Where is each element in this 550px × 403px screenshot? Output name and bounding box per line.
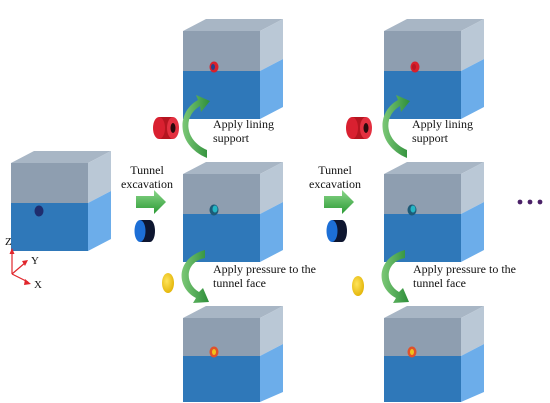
axis-z-label: Z <box>5 236 12 248</box>
tunnel-portal-dark <box>34 205 44 217</box>
excavation-label-line2: excavation <box>309 177 361 191</box>
block-column1-lining <box>183 19 283 119</box>
block-column2-lining <box>384 19 484 119</box>
pressure-label-line2: tunnel face <box>213 276 266 290</box>
cutter-disc-icon <box>134 220 155 242</box>
face-pressure-icon <box>162 273 174 293</box>
curved-arrow-icon <box>182 95 210 158</box>
curved-arrow-icon <box>381 250 409 303</box>
initial-block <box>11 151 111 251</box>
block-column1-face-pressure <box>183 306 283 402</box>
green-arrow-icon <box>324 190 354 214</box>
lining-label-line1: Apply lining <box>412 117 474 131</box>
pressure-label-line1: Apply pressure to the <box>413 262 516 276</box>
coordinate-axes <box>9 248 31 285</box>
lining-label-1: Apply lining support <box>213 117 293 145</box>
ellipsis-dots <box>517 199 543 205</box>
excavation-label-1: Tunnel excavation <box>112 163 182 191</box>
lining-label-line2: support <box>213 131 249 145</box>
lining-label-2: Apply lining support <box>412 117 492 145</box>
pressure-label-line1: Apply pressure to the <box>213 262 316 276</box>
cutter-disc-icon <box>326 220 347 242</box>
pressure-label-1: Apply pressure to the tunnel face <box>213 262 331 290</box>
excavation-label-line2: excavation <box>121 177 173 191</box>
block-column1-excavated <box>183 162 283 262</box>
lining-ring-icon <box>153 117 179 139</box>
excavation-label-2: Tunnel excavation <box>300 163 370 191</box>
lining-label-line2: support <box>412 131 448 145</box>
axis-y-label: Y <box>31 255 39 267</box>
green-arrow-icon <box>136 190 166 214</box>
lining-label-line1: Apply lining <box>213 117 275 131</box>
block-column2-face-pressure <box>384 306 484 402</box>
pressure-label-line2: tunnel face <box>413 276 466 290</box>
curved-arrow-icon <box>382 95 410 158</box>
axis-x-label: X <box>34 279 42 291</box>
block-column2-excavated <box>384 162 484 262</box>
lining-ring-icon <box>346 117 372 139</box>
excavation-label-line1: Tunnel <box>318 163 352 177</box>
curved-arrow-icon <box>181 250 209 303</box>
pressure-label-2: Apply pressure to the tunnel face <box>413 262 531 290</box>
excavation-label-line1: Tunnel <box>130 163 164 177</box>
face-pressure-icon <box>352 276 364 296</box>
